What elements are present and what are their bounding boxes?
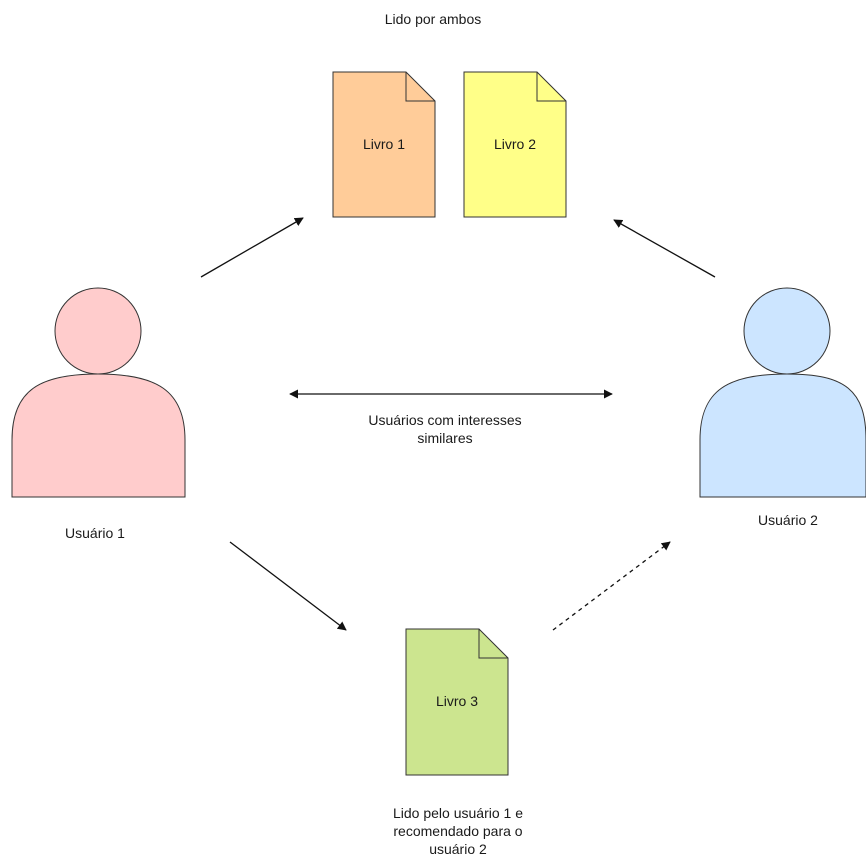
caption-recommended-line-1: Lido pelo usuário 1 e	[393, 805, 523, 821]
arrow-user2-to-books	[613, 219, 716, 278]
book-3-shape	[405, 628, 509, 776]
caption-similar-interests: Usuários com interesses similares	[330, 411, 560, 447]
user-1-icon	[11, 287, 186, 498]
arrow-user1-to-book3	[229, 541, 347, 631]
caption-read-by-both: Lido por ambos	[384, 11, 482, 27]
book-1-shape	[332, 71, 436, 218]
caption-recommended: Lido pelo usuário 1 e recomendado para o…	[348, 804, 568, 858]
caption-recommended-line-3: usuário 2	[429, 841, 487, 857]
user-2-label: Usuário 2	[758, 512, 818, 528]
caption-similar-line-1: Usuários com interesses	[368, 412, 522, 428]
book-1-node: Livro 1	[332, 71, 436, 218]
arrow-user1-to-books	[200, 217, 304, 278]
book-2-shape	[463, 71, 567, 218]
caption-similar-line-2: similares	[417, 430, 473, 446]
book-2-fold	[536, 72, 566, 102]
book-2-label: Livro 2	[494, 136, 536, 152]
user-1-head	[54, 287, 142, 375]
book-2-node: Livro 2	[463, 71, 567, 218]
caption-recommended-line-2: recomendado para o	[393, 823, 523, 839]
user-2-head	[743, 287, 831, 375]
user-2-body	[699, 373, 866, 498]
book-1-fold	[405, 72, 435, 102]
arrow-book3-to-user2-dashed	[552, 541, 671, 631]
book-1-label: Livro 1	[363, 136, 405, 152]
user-2-icon	[699, 287, 866, 498]
book-3-fold	[478, 629, 508, 659]
book-3-node: Livro 3	[405, 628, 509, 776]
book-3-label: Livro 3	[436, 693, 478, 709]
user-1-body	[11, 373, 186, 498]
user-1-label: Usuário 1	[65, 525, 125, 541]
